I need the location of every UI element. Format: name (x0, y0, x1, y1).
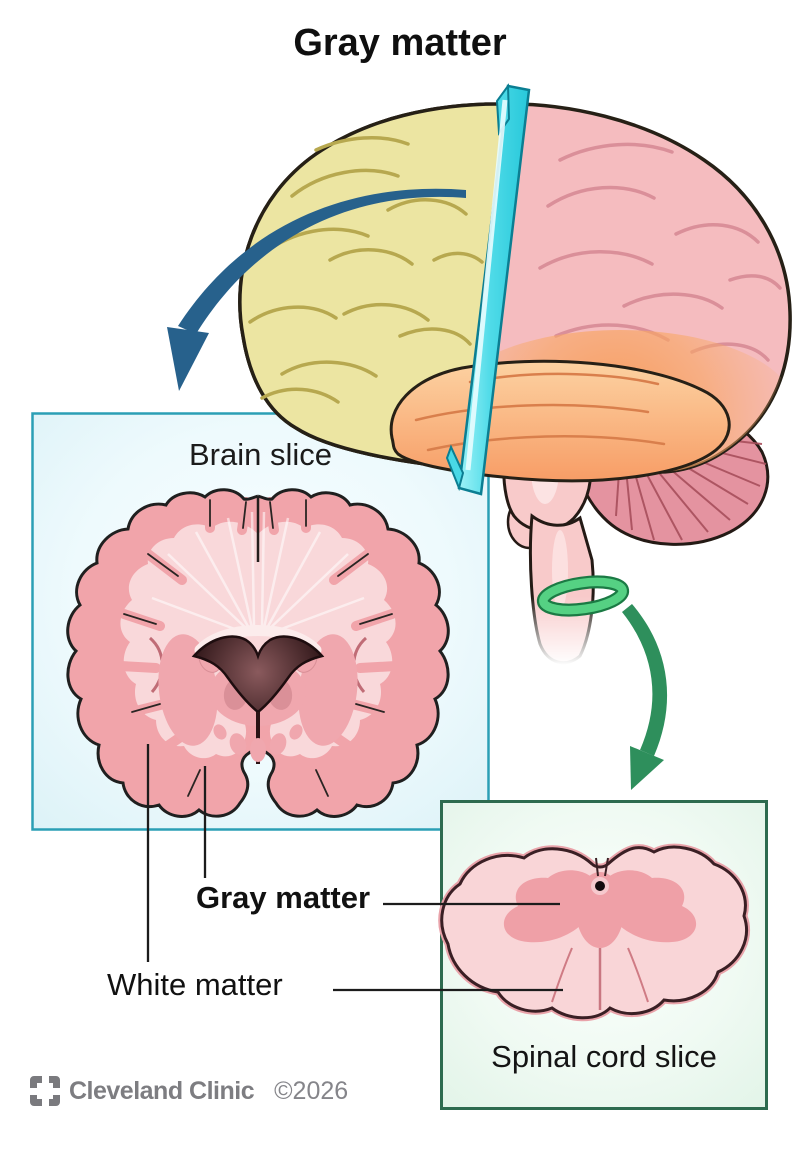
yellow-gyri (248, 136, 484, 404)
figure-title: Gray matter (293, 22, 507, 64)
spinal-gray-matter-butterfly (503, 870, 697, 948)
spinal-cord-slice-illustration (442, 847, 747, 1018)
coronal-brain-slice-illustration (66, 490, 449, 817)
white-matter-label: White matter (107, 967, 283, 1002)
lateral-ventricles (191, 635, 325, 714)
spinal-cord-slice-panel-label: Spinal cord slice (491, 1039, 717, 1074)
copyright: ©2026 (274, 1076, 349, 1105)
leader-lines (146, 744, 563, 992)
cleveland-clinic-logo-icon (29, 1075, 61, 1107)
white-matter-streaks (151, 511, 256, 636)
slice-plane-icon (445, 83, 531, 496)
central-canal (595, 881, 605, 891)
brand-name: Cleveland Clinic (69, 1076, 255, 1105)
arrow-to-brain-slice (167, 188, 466, 391)
footer: Cleveland Clinic ©2026 (29, 1075, 349, 1107)
spinal-slice-band-icon (536, 575, 630, 617)
arrow-to-spinal-slice (622, 604, 668, 790)
gray-matter-label: Gray matter (196, 880, 371, 915)
brain-slice-panel-label: Brain slice (189, 437, 332, 472)
